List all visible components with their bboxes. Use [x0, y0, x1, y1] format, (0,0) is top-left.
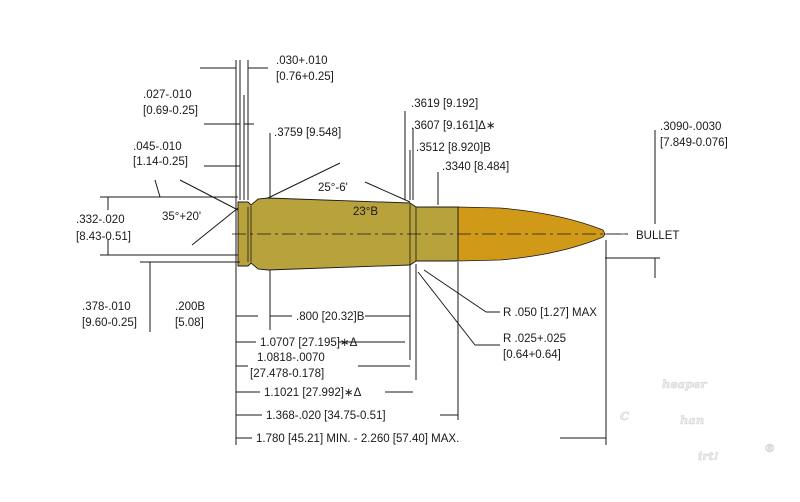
label-neck-dia-3: .3512 [8.920]B: [416, 142, 491, 154]
label-radius-025: R .025+.025: [503, 333, 566, 345]
label-datum-200: .200B: [175, 301, 205, 313]
watermark-letter-c: C: [620, 409, 630, 423]
label-rim-dia: .378-.010: [82, 301, 131, 313]
label-neck-top-dia-1: .3619 [9.192]: [411, 98, 478, 110]
label-bullet: BULLET: [636, 230, 679, 242]
label-extractor-angle: 35°+20': [162, 211, 201, 223]
watermark-line3: irt!: [698, 449, 719, 463]
label-bullet-dia-mm: [7.849-0.076]: [660, 137, 728, 149]
label-rim-thickness-mm: [0.76+0.25]: [276, 71, 334, 83]
label-groove-depth: .045-.010: [133, 141, 182, 153]
watermark-line2: han: [680, 413, 704, 427]
label-len-800: .800 [20.32]B: [296, 311, 365, 323]
label-len-11021: 1.1021 [27.992]∗Δ: [264, 387, 362, 399]
label-radius-050: R .050 [1.27] MAX: [503, 307, 597, 319]
label-groove-depth-mm: [1.14-0.25]: [133, 156, 188, 168]
label-angle-23: 23°B: [353, 206, 378, 218]
watermark-mark: ®: [764, 441, 776, 455]
label-datum-200-mm: [5.08]: [175, 317, 204, 329]
label-groove-width-mm: [0.69-0.25]: [143, 105, 198, 117]
bullet-shape: [457, 206, 606, 262]
label-shoulder-base-dia: .3759 [9.548]: [274, 127, 341, 139]
dimension-lines: [100, 60, 660, 445]
watermark-logo: C heaper han irt! ®: [620, 377, 776, 464]
label-neck-dia-4: .3340 [8.484]: [442, 161, 509, 173]
label-len-1780: 1.780 [45.21] MIN. - 2.260 [57.40] MAX.: [256, 433, 459, 445]
label-len-10818-mm: [27.478-0.178]: [250, 368, 324, 380]
label-bullet-dia: .3090-.0030: [660, 121, 721, 133]
label-rim-dia-mm: [9.60-0.25]: [82, 317, 137, 329]
case-shape: [237, 197, 459, 271]
label-groove-width: .027-.010: [143, 89, 192, 101]
label-rim-thickness: .030+.010: [276, 55, 327, 67]
label-head-dia-mm: [8.43-0.51]: [76, 231, 131, 243]
label-len-1368: 1.368-.020 [34.75-0.51]: [266, 410, 386, 422]
label-len-10707: 1.0707 [27.195]∗Δ: [260, 337, 358, 349]
label-shoulder-angle: 25°-6': [318, 182, 348, 194]
label-head-dia: .332-.020: [76, 214, 125, 226]
label-neck-top-dia-2: .3607 [9.161]Δ∗: [411, 120, 495, 132]
dimension-labels: .030+.010 [0.76+0.25] .027-.010 [0.69-0.…: [76, 55, 728, 445]
label-radius-025-mm: [0.64+0.64]: [503, 349, 561, 361]
watermark-line1: heaper: [662, 377, 707, 391]
label-len-10818: 1.0818-.0070: [257, 352, 325, 364]
cartridge: [232, 197, 630, 271]
